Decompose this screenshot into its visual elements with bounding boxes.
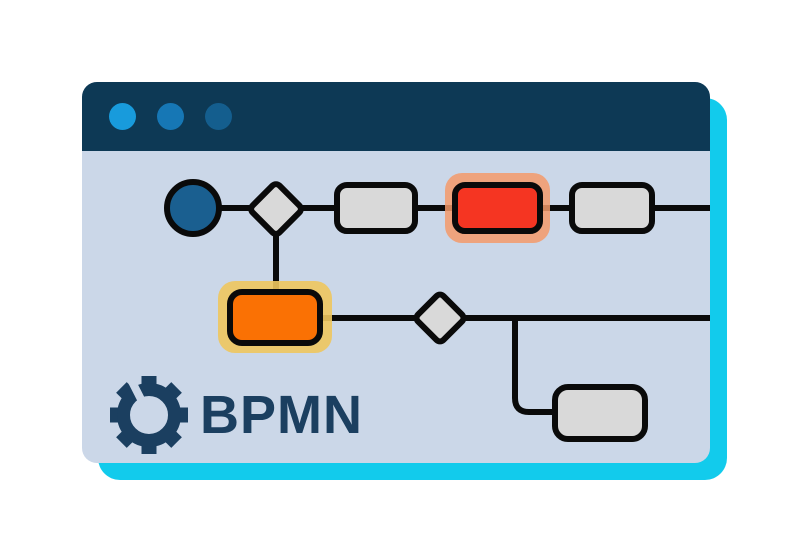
task-4-node-highlighted[interactable] bbox=[227, 289, 323, 346]
task-5-node[interactable] bbox=[552, 384, 648, 442]
window-control-dot-2[interactable] bbox=[157, 103, 184, 130]
sequence-flow-branch bbox=[512, 318, 555, 415]
task-1-node[interactable] bbox=[334, 182, 418, 234]
task-3-node[interactable] bbox=[569, 182, 655, 234]
window-control-dot-3[interactable] bbox=[205, 103, 232, 130]
bpmn-logo-label: BPMN bbox=[200, 385, 363, 445]
gateway-2-node[interactable] bbox=[413, 291, 467, 345]
bpmn-logo: BPMN bbox=[110, 376, 363, 454]
browser-window: BPMN bbox=[82, 82, 710, 463]
gateway-1-node[interactable] bbox=[248, 181, 304, 237]
bpmn-diagram bbox=[164, 173, 710, 442]
gear-icon bbox=[110, 376, 188, 454]
task-2-node-highlighted[interactable] bbox=[452, 182, 543, 234]
start-event-node[interactable] bbox=[164, 179, 222, 237]
window-control-dot-1[interactable] bbox=[109, 103, 136, 130]
title-bar bbox=[82, 82, 710, 151]
gear-notch bbox=[128, 379, 147, 405]
